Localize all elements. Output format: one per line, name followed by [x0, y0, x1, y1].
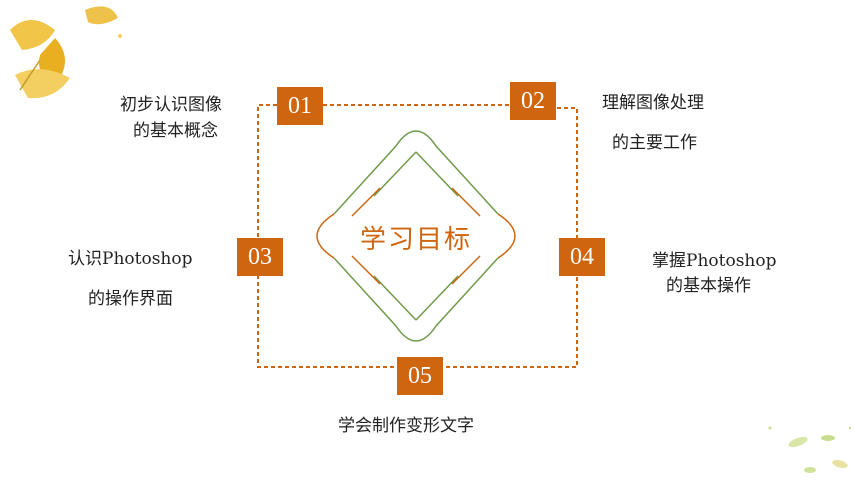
item-04-line1: 掌握Photoshop: [652, 251, 777, 271]
badge-02: 02: [510, 82, 556, 120]
falling-leaves-decoration: [768, 426, 852, 473]
badge-01: 01: [277, 87, 323, 125]
item-05-line1: 学会制作变形文字: [338, 416, 474, 436]
badge-04: 04: [559, 238, 605, 276]
item-02-line2: 的主要工作: [612, 133, 697, 153]
badge-03: 03: [237, 238, 283, 276]
item-03-line2: 的操作界面: [88, 289, 173, 309]
item-01-line1: 初步认识图像: [120, 95, 222, 115]
center-title: 学习目标: [359, 225, 472, 255]
item-04-line2: 的基本操作: [666, 276, 751, 296]
item-01-line2: 的基本概念: [133, 121, 218, 141]
item-03-line1: 认识Photoshop: [68, 249, 193, 269]
item-02-line1: 理解图像处理: [602, 93, 704, 113]
badge-05: 05: [397, 357, 443, 395]
ginkgo-leaves-decoration: [10, 6, 122, 99]
